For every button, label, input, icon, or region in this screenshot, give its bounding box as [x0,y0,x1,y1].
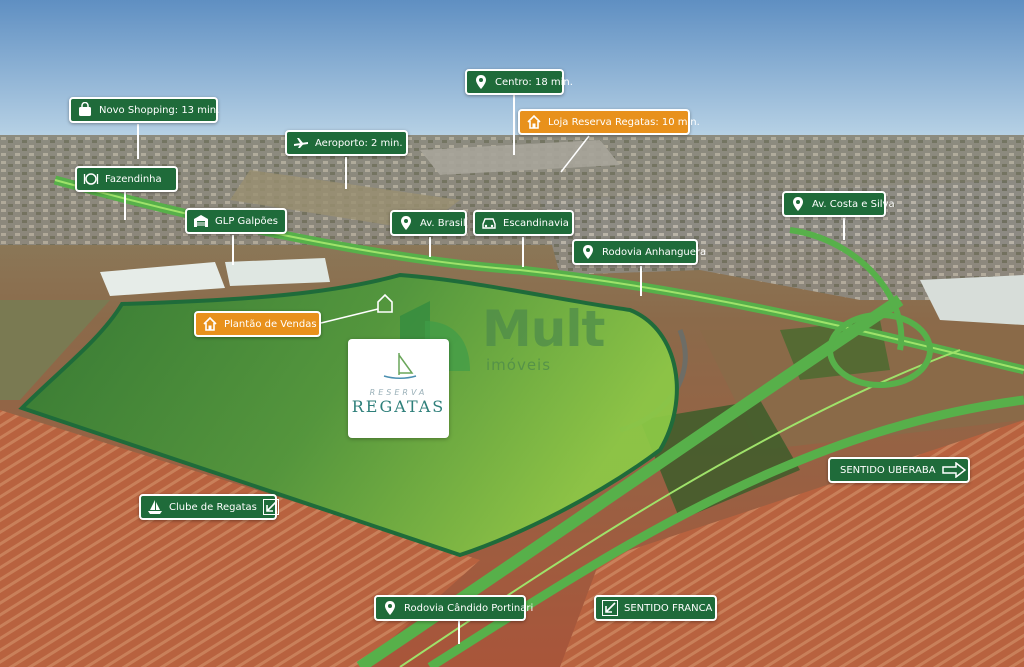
airplane-icon [293,135,309,151]
sailboat-logo-icon [383,353,416,379]
leader-loja [560,135,590,173]
label-text: Clube de Regatas [169,501,257,513]
watermark-word: Mult [482,300,605,358]
leader-anhanguera [640,266,642,296]
label-centro: Centro: 18 min. [465,69,573,95]
label-rodovia-candido: Rodovia Cândido Portinari [374,595,533,621]
label-text: Aeroporto: 2 min. [315,137,403,149]
label-text: Novo Shopping: 13 min. [99,104,220,116]
label-sentido-uberaba: SENTIDO UBERABA [828,457,970,483]
label-glp: GLP Galpões [185,208,287,234]
sailboat-icon [147,499,163,515]
label-text: SENTIDO FRANCA [624,602,713,614]
label-clube: Clube de Regatas [139,494,279,520]
label-text: Centro: 18 min. [495,76,573,88]
car-icon [481,215,497,231]
map-pin-icon [382,600,398,616]
label-novo-shopping: Novo Shopping: 13 min. [69,97,220,123]
label-sentido-franca: SENTIDO FRANCA [594,595,717,621]
warehouse-icon [193,213,209,229]
leader-fazendinha [124,192,126,220]
shopping-bag-icon [77,102,93,118]
plate-cutlery-icon [83,171,99,187]
label-text: Rodovia Cândido Portinari [404,602,534,614]
label-text: Av. Costa e Silva [812,198,895,210]
leader-av-brasil [429,237,431,257]
label-text: Av. Brasil [420,217,466,229]
house-icon [526,114,542,130]
logo-line2: REGATAS [351,396,446,416]
label-fazendinha: Fazendinha [75,166,178,192]
map-pin-icon [790,196,806,212]
house-icon [202,316,218,332]
leader-candido [458,620,460,644]
label-plantao: Plantão de Vendas [194,311,321,337]
label-text: Plantão de Vendas [224,318,317,330]
label-av-costa: Av. Costa e Silva [782,191,895,217]
reserva-regatas-logo: RESERVA REGATAS [348,339,449,438]
arrow-down-left-icon [602,600,618,616]
label-text: Rodovia Anhanguera [602,246,707,258]
logo-line1: RESERVA [369,387,428,397]
label-av-brasil: Av. Brasil [390,210,467,236]
label-text: GLP Galpões [215,215,279,227]
map-pin-icon [580,244,596,260]
label-aeroporto: Aeroporto: 2 min. [285,130,408,156]
label-loja: Loja Reserva Regatas: 10 min. [518,109,700,135]
label-rodovia-anhanguera: Rodovia Anhanguera [572,239,706,265]
leader-escandinavia [522,237,524,267]
leader-aeroporto [345,157,347,189]
label-text: Loja Reserva Regatas: 10 min. [548,116,700,128]
label-text: Fazendinha [105,173,162,185]
label-escandinavia: Escandinavia [473,210,574,236]
arrow-right-icon [941,462,966,478]
map-pin-icon [398,215,414,231]
leader-novo-shopping [137,124,139,159]
label-text: Escandinavia [503,217,569,229]
label-text: SENTIDO UBERABA [840,464,936,476]
leader-glp [232,235,234,265]
arrow-down-left-icon [262,499,279,515]
leader-av-costa [843,218,845,240]
watermark-sub: imóveis [486,356,552,374]
map-pin-icon [473,74,489,90]
leader-centro [513,95,515,155]
